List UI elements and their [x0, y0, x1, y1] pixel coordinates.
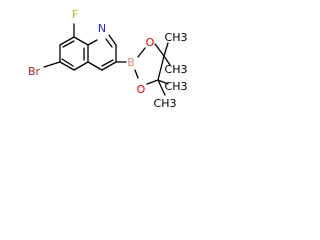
bond-c-ch3a [163, 42, 169, 57]
bonds [43, 23, 171, 96]
bond-c7-c8 [59, 36, 75, 46]
bond-c5-c6 [59, 61, 75, 71]
bond-c3-c4 [101, 61, 117, 71]
bond-c4-c4a [87, 61, 103, 71]
atom-b: B [127, 56, 135, 69]
bond-o1-c [154, 43, 165, 57]
methyl-c: CH3 [165, 80, 188, 93]
bond-n1-c2-inner [105, 38, 113, 48]
atom-o-bottom: O [137, 83, 146, 96]
bond-c-ch3c [157, 79, 169, 85]
bond-o2-c [146, 79, 159, 85]
bond-c-c [157, 55, 165, 81]
bond-c5-c6-inner [61, 58, 74, 67]
bond-c4a-c5 [73, 61, 89, 71]
bond-c3-c4-inner [101, 59, 114, 67]
atom-labels: F N Br B O O CH3 CH3 CH3 CH3 [28, 8, 188, 110]
bond-n1-c2 [108, 34, 117, 46]
bond-c-ch3d [157, 79, 166, 96]
molecule-structure: F N Br B O O CH3 CH3 CH3 CH3 [28, 8, 188, 110]
bond-c8a-n1 [87, 39, 98, 46]
bond-b-o1 [137, 47, 146, 58]
atom-n: N [98, 22, 106, 35]
methyl-d: CH3 [154, 97, 177, 110]
bond-b-o2 [134, 69, 139, 79]
methyl-a: CH3 [165, 31, 188, 44]
bond-c6-br [43, 61, 61, 68]
bond-c8-c8a [73, 36, 89, 46]
atom-br: Br [28, 65, 41, 78]
methyl-b: CH3 [165, 63, 188, 76]
atom-o-top: O [146, 36, 155, 49]
atom-f: F [72, 8, 78, 21]
bond-c7-c8-inner [62, 40, 75, 48]
bond-c-ch3b [163, 55, 171, 66]
